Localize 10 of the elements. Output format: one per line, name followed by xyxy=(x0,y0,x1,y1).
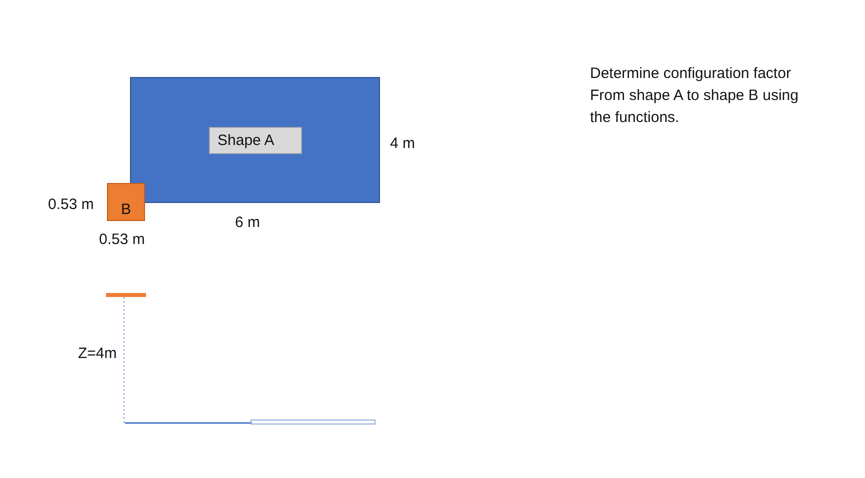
shape-a-rectangle xyxy=(130,77,380,203)
shape-label: Shape A xyxy=(208,126,302,154)
dimension-label: Z=4m xyxy=(78,345,117,362)
shape-b-square xyxy=(107,183,145,221)
dimension-label: 6 m xyxy=(235,214,260,231)
dimension-label: 0.53 m xyxy=(99,231,145,248)
shape-label: B xyxy=(120,201,131,220)
dimension-label: 0.53 m xyxy=(48,196,94,213)
dimension-label: 4 m xyxy=(390,135,416,152)
problem-statement: Determine configuration factor From shape A to shape B using the functions. xyxy=(590,64,800,128)
